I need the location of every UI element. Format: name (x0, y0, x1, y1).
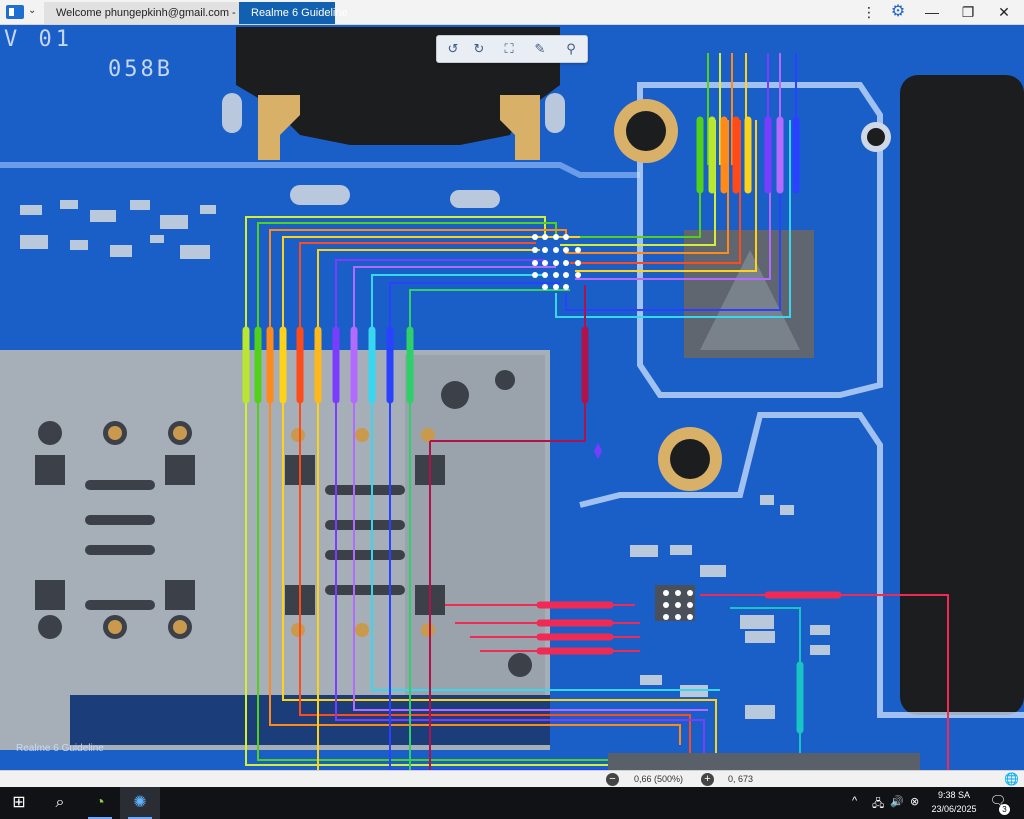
zoom-level: 0,66 (500%) (634, 774, 684, 784)
notification-count-badge: 3 (999, 804, 1010, 815)
more-vertical-icon: ⋮ (862, 4, 876, 20)
taskbar-app-guideline[interactable]: ✺ (120, 787, 160, 819)
start-button[interactable]: ⊞ (0, 787, 38, 819)
pcb-image[interactable] (0, 25, 1024, 770)
clock-date[interactable]: 23/06/2025 (931, 804, 977, 814)
maximize-button[interactable]: ❐ (950, 0, 986, 24)
rotate-left-icon: ↺ (447, 41, 459, 56)
coordinate-readout: 0, 673 (728, 774, 754, 784)
show-hidden-icons-button[interactable]: ^ (852, 795, 858, 807)
highlighter-icon: ✎ (534, 41, 546, 56)
network-icon[interactable]: 🖧 (872, 798, 885, 810)
rotate-right-button[interactable]: ↻ (467, 37, 491, 61)
gear-icon: ⚙ (890, 3, 906, 20)
plus-icon: + (704, 773, 711, 785)
restore-icon: ❐ (961, 4, 975, 20)
status-bar: − 0,66 (500%) + 0, 673 🌐 (0, 770, 1024, 788)
close-button[interactable]: ✕ (986, 0, 1022, 24)
minimize-icon: — (925, 4, 939, 20)
fit-screen-button[interactable]: ⛶ (497, 37, 521, 61)
minimize-button[interactable]: — (914, 0, 950, 24)
clock-time[interactable]: 9:38 SA (937, 790, 971, 800)
silk-marking-top-left: V 01 (4, 27, 73, 52)
tab-realme-guideline[interactable]: Realme 6 Guideline (239, 2, 348, 24)
search-icon: ⌕ (55, 794, 65, 811)
chevron-down-icon: ⌄ (28, 5, 37, 16)
viewer-toolbar: ↺ ↻ ⛶ ✎ ⚲ (436, 35, 588, 63)
orion-app-icon: ◔ (95, 794, 105, 811)
taskbar-search-button[interactable]: ⌕ (40, 787, 80, 819)
watermark: Realme 6 Guideline (16, 743, 104, 754)
highlighter-button[interactable]: ✎ (525, 37, 555, 61)
close-icon: ✕ (998, 4, 1010, 20)
rotate-right-icon: ↻ (473, 41, 485, 56)
app-menu-icon (6, 5, 24, 19)
settings-button[interactable]: ⚙ (884, 0, 912, 24)
globe-icon[interactable]: 🌐 (1004, 772, 1019, 786)
taskbar: ⊞ ⌕ ◔ ✺ ^ 🖧 🔊 ⊗ 9:38 SA 23/06/2025 🗨 3 (0, 787, 1024, 819)
status-x-icon[interactable]: ⊗ (910, 796, 920, 808)
fit-screen-icon: ⛶ (504, 41, 514, 56)
search-icon: ⚲ (566, 41, 576, 56)
windows-logo-icon: ⊞ (12, 794, 26, 811)
title-bar: ⌄ Welcome phungepkinh@gmail.com - Orion … (0, 0, 1024, 25)
guideline-app-icon: ✺ (133, 794, 147, 811)
taskbar-app-orion[interactable]: ◔ (80, 787, 120, 819)
silk-marking-code: 058B (108, 57, 173, 82)
zoom-out-button[interactable]: − (606, 773, 619, 786)
minus-icon: − (609, 773, 616, 785)
app-menu-button[interactable]: ⌄ (2, 2, 38, 22)
search-button[interactable]: ⚲ (559, 37, 583, 61)
volume-icon[interactable]: 🔊 (890, 796, 904, 808)
rotate-left-button[interactable]: ↺ (441, 37, 465, 61)
board-viewer[interactable]: V 01 058B ↺ ↻ ⛶ ✎ ⚲ Realme 6 Guideline (0, 25, 1024, 770)
zoom-in-button[interactable]: + (701, 773, 714, 786)
tab-welcome[interactable]: Welcome phungepkinh@gmail.com - Orion (44, 2, 266, 24)
more-options-button[interactable]: ⋮ (856, 0, 882, 24)
